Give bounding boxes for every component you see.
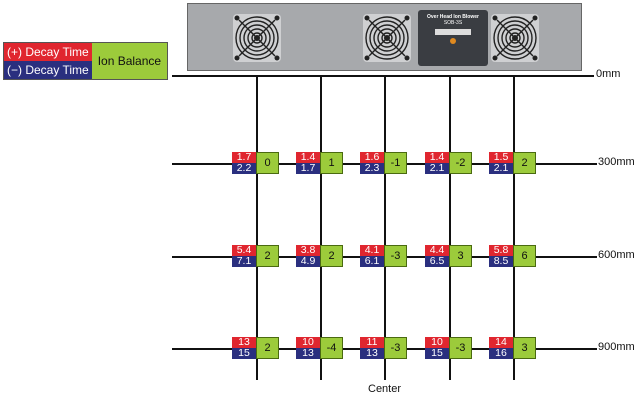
level-label: 300mm <box>598 156 635 168</box>
ion-balance-value: -3 <box>384 245 407 267</box>
ion-balance-value: 2 <box>256 337 279 359</box>
measurement-cell: 5.8 8.5 6 <box>489 245 536 267</box>
ion-balance-value: 1 <box>320 152 343 174</box>
minus-decay-value: 8.5 <box>489 256 513 267</box>
plus-decay-value: 4.4 <box>425 245 449 256</box>
level-label: 900mm <box>598 341 635 353</box>
fan-icon <box>233 14 281 62</box>
measurement-cell: 3.8 4.9 2 <box>296 245 343 267</box>
ion-balance-value: 2 <box>513 152 536 174</box>
legend: (+) Decay Time (−) Decay Time Ion Balanc… <box>3 42 169 80</box>
fan-icon <box>491 14 539 62</box>
minus-decay-value: 6.5 <box>425 256 449 267</box>
plus-decay-value: 4.1 <box>360 245 384 256</box>
measurement-column-line <box>513 75 515 380</box>
minus-decay-value: 2.1 <box>489 163 513 174</box>
control-panel: Over Head Ion Blower SOB-3S <box>418 10 488 66</box>
ion-balance-value: -4 <box>320 337 343 359</box>
plus-decay-value: 3.8 <box>296 245 320 256</box>
ion-blower-device: Over Head Ion Blower SOB-3S <box>187 3 582 71</box>
plus-decay-value: 11 <box>360 337 384 348</box>
legend-minus-decay: (−) Decay Time <box>4 61 92 79</box>
measurement-cell: 1.7 2.2 0 <box>232 152 279 174</box>
plus-decay-value: 10 <box>296 337 320 348</box>
measurement-cell: 1.4 1.7 1 <box>296 152 343 174</box>
plus-decay-value: 1.5 <box>489 152 513 163</box>
measurement-column-line <box>256 75 258 380</box>
minus-decay-value: 2.3 <box>360 163 384 174</box>
plus-decay-value: 1.4 <box>296 152 320 163</box>
minus-decay-value: 6.1 <box>360 256 384 267</box>
ion-balance-value: 2 <box>320 245 343 267</box>
minus-decay-value: 13 <box>296 348 320 359</box>
center-label: Center <box>368 383 402 395</box>
plus-decay-value: 14 <box>489 337 513 348</box>
minus-decay-value: 4.9 <box>296 256 320 267</box>
measurement-cell: 13 15 2 <box>232 337 279 359</box>
ion-balance-value: -3 <box>449 337 472 359</box>
plus-decay-value: 1.6 <box>360 152 384 163</box>
measurement-cell: 1.5 2.1 2 <box>489 152 536 174</box>
measurement-cell: 5.4 7.1 2 <box>232 245 279 267</box>
minus-decay-value: 1.7 <box>296 163 320 174</box>
legend-plus-decay: (+) Decay Time <box>4 43 92 61</box>
minus-decay-value: 15 <box>425 348 449 359</box>
measurement-column-line <box>449 75 451 380</box>
measurement-cell: 11 13 -3 <box>360 337 407 359</box>
ion-balance-value: -1 <box>384 152 407 174</box>
ion-balance-value: 2 <box>256 245 279 267</box>
minus-decay-value: 2.1 <box>425 163 449 174</box>
minus-decay-value: 15 <box>232 348 256 359</box>
device-title: Over Head Ion Blower <box>427 14 479 20</box>
fan-icon <box>363 14 411 62</box>
level-line <box>172 75 594 77</box>
legend-ion-balance: Ion Balance <box>91 43 168 79</box>
ion-balance-value: 3 <box>513 337 536 359</box>
measurement-column-line <box>320 75 322 380</box>
measurement-cell: 4.1 6.1 -3 <box>360 245 407 267</box>
level-label: 0mm <box>596 68 621 80</box>
measurement-cell: 1.4 2.1 -2 <box>425 152 472 174</box>
plus-decay-value: 13 <box>232 337 256 348</box>
measurement-cell: 4.4 6.5 3 <box>425 245 472 267</box>
plus-decay-value: 10 <box>425 337 449 348</box>
measurement-column-line <box>384 75 386 380</box>
level-label: 600mm <box>598 249 635 261</box>
minus-decay-value: 13 <box>360 348 384 359</box>
ion-balance-value: -3 <box>384 337 407 359</box>
measurement-cell: 1.6 2.3 -1 <box>360 152 407 174</box>
plus-decay-value: 5.4 <box>232 245 256 256</box>
measurement-cell: 14 16 3 <box>489 337 536 359</box>
minus-decay-value: 7.1 <box>232 256 256 267</box>
plus-decay-value: 5.8 <box>489 245 513 256</box>
plus-decay-value: 1.4 <box>425 152 449 163</box>
minus-decay-value: 2.2 <box>232 163 256 174</box>
ion-balance-value: 6 <box>513 245 536 267</box>
ion-balance-value: 0 <box>256 152 279 174</box>
measurement-cell: 10 15 -3 <box>425 337 472 359</box>
plus-decay-value: 1.7 <box>232 152 256 163</box>
device-model: SOB-3S <box>443 20 463 26</box>
ion-balance-value: -2 <box>449 152 472 174</box>
ion-balance-value: 3 <box>449 245 472 267</box>
minus-decay-value: 16 <box>489 348 513 359</box>
measurement-cell: 10 13 -4 <box>296 337 343 359</box>
